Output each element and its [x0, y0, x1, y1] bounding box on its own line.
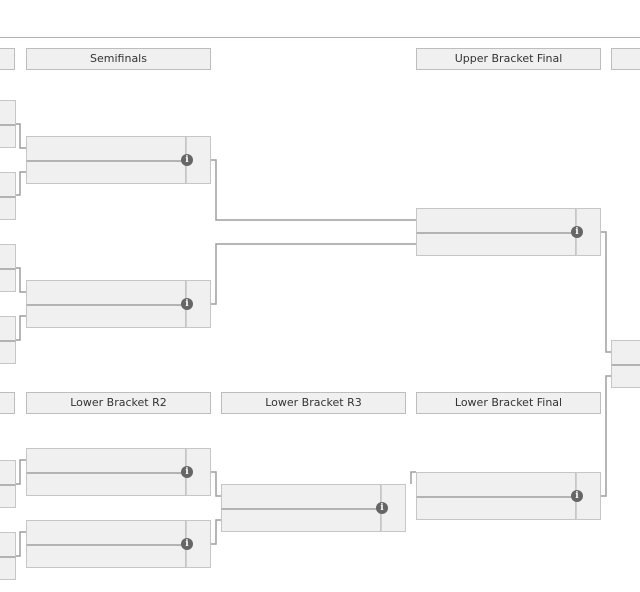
- match-info-panel[interactable]: i: [181, 136, 211, 184]
- team-slot[interactable]: [26, 544, 186, 568]
- match-info-panel[interactable]: i: [181, 280, 211, 328]
- team-slot[interactable]: [416, 208, 576, 232]
- round-header-semifinals: Semifinals: [26, 48, 211, 70]
- team-slot[interactable]: [0, 484, 16, 508]
- round-header-lower-r3: Lower Bracket R3: [221, 392, 406, 414]
- team-slot[interactable]: [416, 232, 576, 256]
- team-slot[interactable]: [26, 280, 186, 304]
- team-slot[interactable]: [0, 124, 16, 148]
- team-slot[interactable]: [26, 304, 186, 328]
- top-divider: [0, 37, 640, 38]
- team-slot[interactable]: [26, 136, 186, 160]
- match-info-panel[interactable]: i: [571, 472, 601, 520]
- match-info-panel[interactable]: i: [376, 484, 406, 532]
- info-icon[interactable]: i: [376, 502, 388, 514]
- team-slot[interactable]: [221, 508, 381, 532]
- team-slot[interactable]: [416, 496, 576, 520]
- team-slot[interactable]: [0, 268, 16, 292]
- round-header-partial-left: [0, 48, 15, 70]
- match-semifinal-2[interactable]: i: [26, 280, 211, 328]
- match-info-panel[interactable]: i: [181, 448, 211, 496]
- team-slot[interactable]: [0, 172, 16, 196]
- match-partial-left-6[interactable]: [0, 532, 16, 580]
- team-slot[interactable]: [416, 472, 576, 496]
- team-slot[interactable]: [611, 340, 640, 364]
- match-partial-left-3[interactable]: [0, 244, 16, 292]
- team-slot[interactable]: [0, 556, 16, 580]
- match-partial-left-1[interactable]: [0, 100, 16, 148]
- info-icon[interactable]: i: [181, 154, 193, 166]
- info-icon[interactable]: i: [181, 298, 193, 310]
- team-slot[interactable]: [0, 460, 16, 484]
- match-lower-r2-1[interactable]: i: [26, 448, 211, 496]
- round-header-lower-final: Lower Bracket Final: [416, 392, 601, 414]
- team-slot[interactable]: [26, 472, 186, 496]
- team-slot[interactable]: [611, 364, 640, 388]
- match-grand-final-partial[interactable]: [611, 340, 640, 388]
- team-slot[interactable]: [0, 532, 16, 556]
- round-header-partial-right: [611, 48, 640, 70]
- info-icon[interactable]: i: [571, 226, 583, 238]
- team-slot[interactable]: [26, 520, 186, 544]
- match-info-panel[interactable]: i: [571, 208, 601, 256]
- info-icon[interactable]: i: [181, 538, 193, 550]
- team-slot[interactable]: [0, 340, 16, 364]
- match-semifinal-1[interactable]: i: [26, 136, 211, 184]
- info-icon[interactable]: i: [181, 466, 193, 478]
- match-lower-r3[interactable]: i: [221, 484, 406, 532]
- match-lower-final[interactable]: i: [416, 472, 601, 520]
- info-icon[interactable]: i: [571, 490, 583, 502]
- team-slot[interactable]: [221, 484, 381, 508]
- round-header-upper-final: Upper Bracket Final: [416, 48, 601, 70]
- team-slot[interactable]: [26, 160, 186, 184]
- team-slot[interactable]: [0, 196, 16, 220]
- match-partial-left-2[interactable]: [0, 172, 16, 220]
- team-slot[interactable]: [26, 448, 186, 472]
- match-lower-r2-2[interactable]: i: [26, 520, 211, 568]
- team-slot[interactable]: [0, 316, 16, 340]
- match-partial-left-5[interactable]: [0, 460, 16, 508]
- team-slot[interactable]: [0, 100, 16, 124]
- round-header-partial-left-lower: [0, 392, 15, 414]
- round-header-lower-r2: Lower Bracket R2: [26, 392, 211, 414]
- match-info-panel[interactable]: i: [181, 520, 211, 568]
- team-slot[interactable]: [0, 244, 16, 268]
- match-partial-left-4[interactable]: [0, 316, 16, 364]
- match-upper-final[interactable]: i: [416, 208, 601, 256]
